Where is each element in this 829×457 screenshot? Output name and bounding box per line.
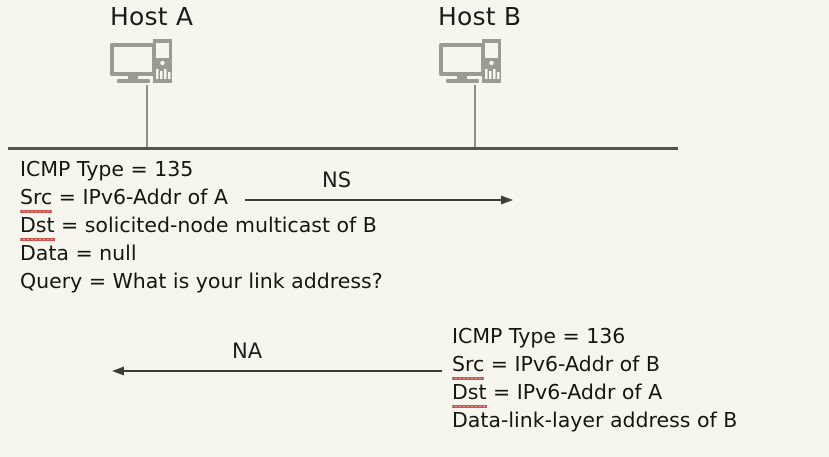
- na-line-dst-rest: = IPv6-Addr of A: [486, 380, 663, 404]
- ns-line-query: Query = What is your link address?: [20, 269, 383, 293]
- na-message-details: ICMP Type = 136 Src = IPv6-Addr of B Dst…: [452, 322, 737, 434]
- host-a-label: Host A: [110, 2, 194, 31]
- ns-arrow-right: [245, 192, 515, 212]
- spellcheck-src: Src: [452, 352, 485, 380]
- ns-line-src-rest: = IPv6-Addr of A: [52, 185, 228, 209]
- ns-line-dst-rest: = solicited-node multicast of B: [54, 213, 377, 237]
- na-line-src: Src = IPv6-Addr of B: [452, 350, 737, 380]
- host-b-desktop-computer-icon: [438, 38, 504, 88]
- ns-line-data: Data = null: [20, 241, 137, 265]
- spellcheck-dst: Dst: [452, 380, 487, 408]
- ns-line-dst: Dst = solicited-node multicast of B: [20, 211, 383, 241]
- na-line-dst: Dst = IPv6-Addr of A: [452, 378, 737, 408]
- ns-arrow-label: NS: [322, 168, 352, 192]
- na-line-src-rest: = IPv6-Addr of B: [484, 352, 660, 376]
- ns-line-src: Src = IPv6-Addr of A: [20, 183, 383, 213]
- network-bus-line: [8, 147, 678, 150]
- host-a-connector-line: [146, 85, 148, 148]
- host-a-desktop-computer-icon: [109, 38, 175, 88]
- na-line-icmp-type: ICMP Type = 136: [452, 324, 626, 348]
- na-arrow-left: [110, 363, 444, 383]
- spellcheck-src: Src: [20, 185, 53, 213]
- na-arrow-label: NA: [232, 339, 263, 363]
- spellcheck-dst: Dst: [20, 213, 55, 241]
- host-b-connector-line: [474, 85, 476, 148]
- ns-message-details: ICMP Type = 135 Src = IPv6-Addr of A Dst…: [20, 155, 383, 295]
- ns-line-icmp-type: ICMP Type = 135: [20, 157, 194, 181]
- host-b-label: Host B: [438, 2, 522, 31]
- na-line-datalink: Data-link-layer address of B: [452, 408, 738, 432]
